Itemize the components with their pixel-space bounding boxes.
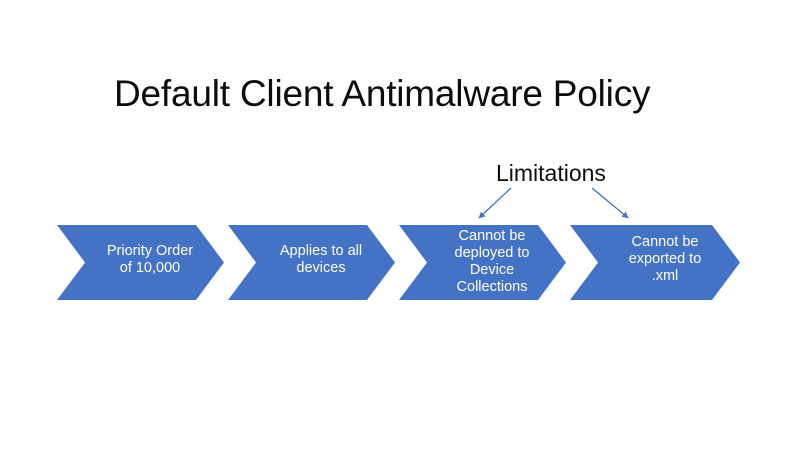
chevron-shape-2[interactable] (228, 225, 395, 300)
chevron-shape-4[interactable] (570, 225, 740, 300)
limitations-callout-label: Limitations (496, 160, 606, 186)
chevron-shape-1[interactable] (57, 225, 224, 300)
chevron-shape-3[interactable] (399, 225, 566, 300)
page-title: Default Client Antimalware Policy (114, 73, 651, 114)
